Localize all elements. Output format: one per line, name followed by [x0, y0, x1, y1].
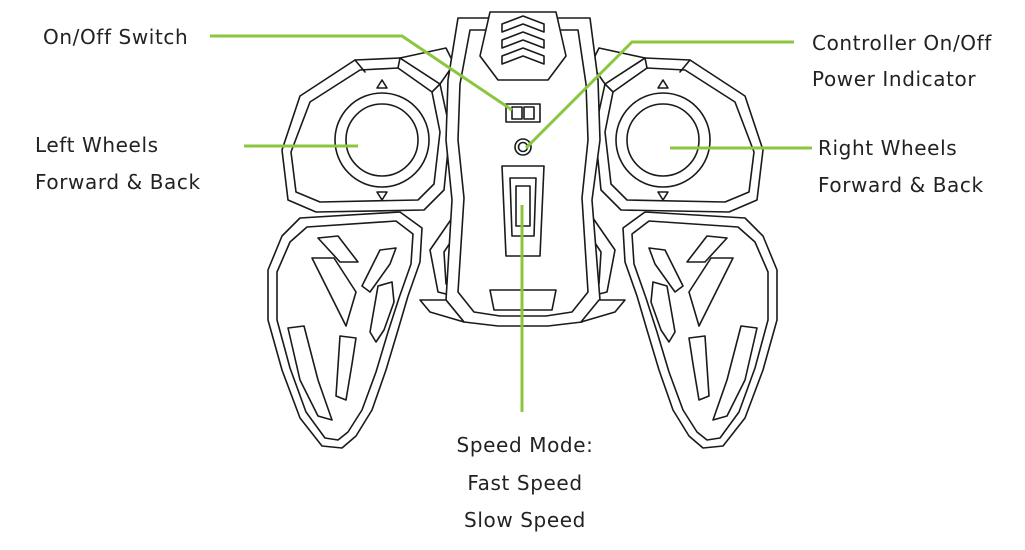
- label-right-wheels-line2: Forward & Back: [818, 173, 984, 197]
- left-half: [267, 47, 455, 449]
- center-body: [419, 11, 626, 327]
- label-left-wheels-line1: Left Wheels: [35, 133, 159, 157]
- on-off-switch[interactable]: [505, 103, 541, 123]
- label-power-indicator-line1: Controller On/Off: [812, 31, 992, 55]
- label-left-wheels-line2: Forward & Back: [35, 170, 201, 194]
- left-stick[interactable]: [345, 103, 419, 177]
- left-grip-groove-upper: [317, 235, 359, 263]
- right-half: [590, 47, 778, 449]
- label-speed-mode-line3: Slow Speed: [464, 508, 586, 532]
- label-on-off-switch: On/Off Switch: [43, 25, 189, 49]
- leader-lines: [210, 34, 812, 412]
- label-power-indicator-line2: Power Indicator: [812, 67, 977, 91]
- right-stick[interactable]: [626, 103, 700, 177]
- label-speed-mode-line2: Fast Speed: [467, 471, 583, 495]
- label-speed-mode-line1: Speed Mode:: [456, 433, 594, 457]
- leader-power-indicator: [524, 40, 794, 150]
- label-right-wheels-line1: Right Wheels: [818, 136, 958, 160]
- leader-on-off-switch: [210, 34, 513, 112]
